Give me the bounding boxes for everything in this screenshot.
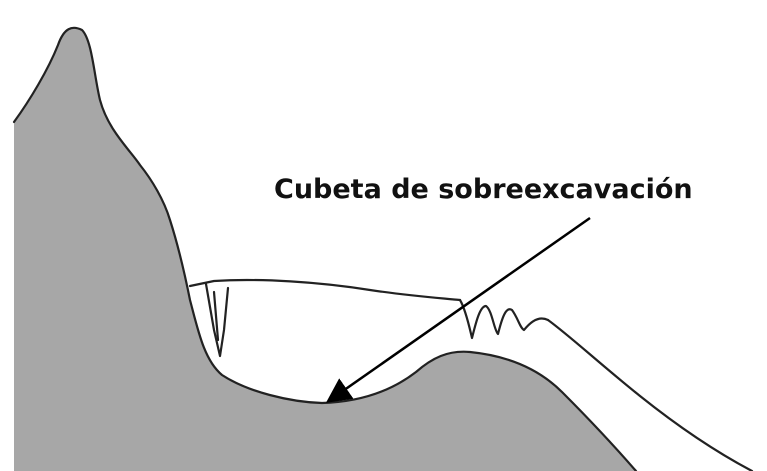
crevasse-left xyxy=(204,282,230,358)
lower-ice-edge xyxy=(546,318,754,471)
bedrock-outline xyxy=(12,26,638,471)
crevasse-left-inner xyxy=(212,290,220,342)
glacier-ice xyxy=(190,280,752,471)
ice-surface-line xyxy=(188,278,462,302)
annotation-label: Cubeta de sobreexcavación xyxy=(274,174,693,205)
crevasses-right xyxy=(458,298,550,340)
annotation-arrow xyxy=(325,216,591,403)
bedrock xyxy=(14,27,636,471)
